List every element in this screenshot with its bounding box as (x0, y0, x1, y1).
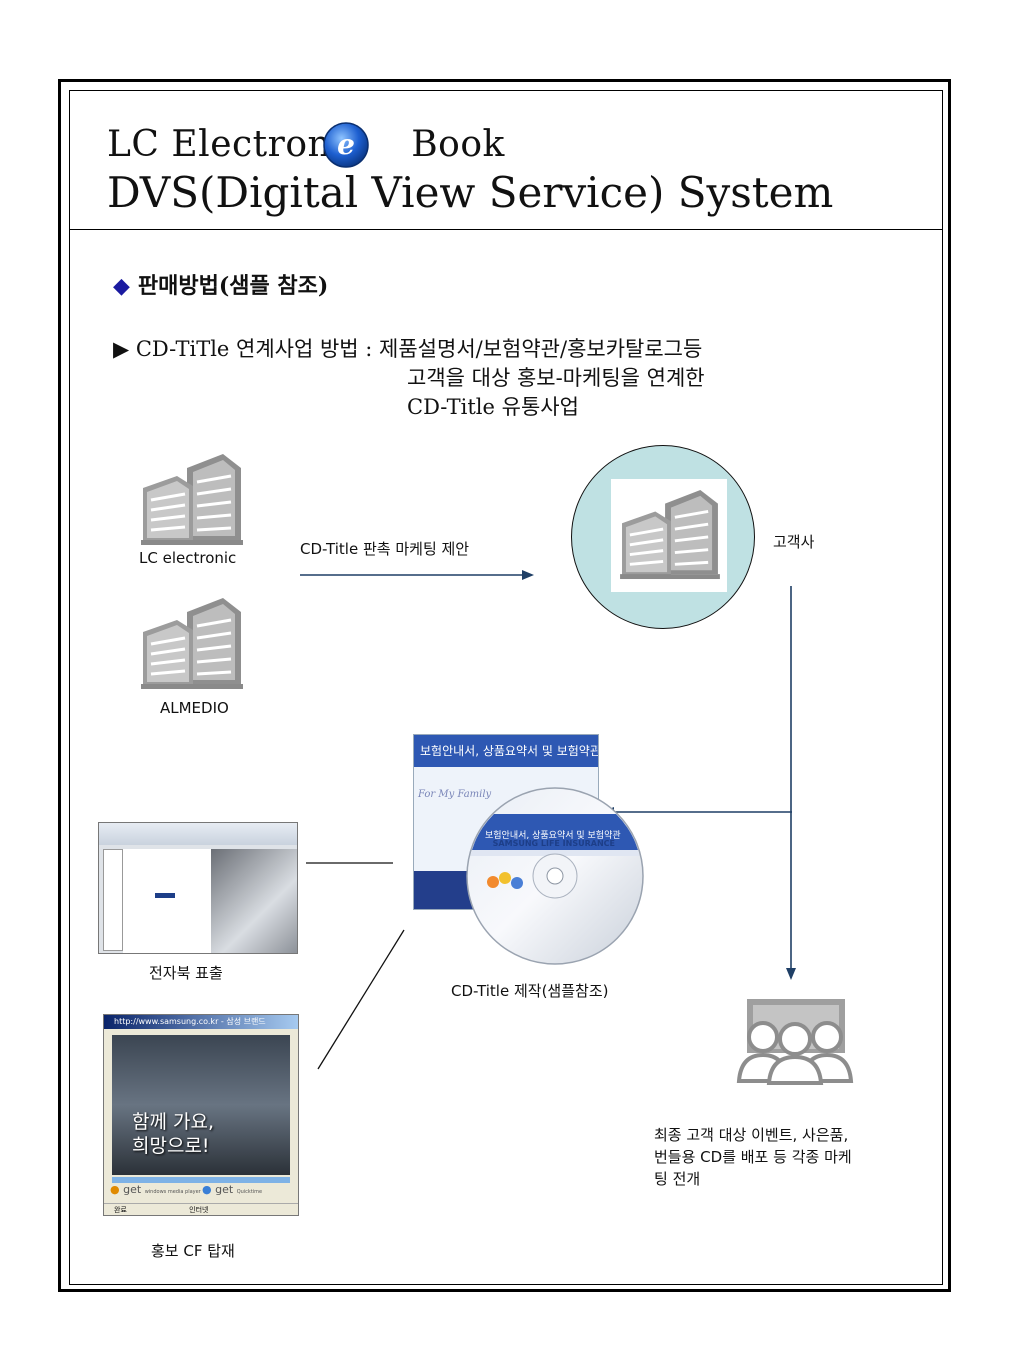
building-icon-lc (141, 454, 243, 545)
final-customer-text: 최종 고객 대상 이벤트, 사은품, 번들용 CD를 배포 등 각종 마케 팅 … (654, 1124, 852, 1190)
ebook-toolbar (99, 823, 297, 845)
cd-business-line-2: 고객을 대상 홍보-마케팅을 연계한 (407, 366, 705, 390)
down-arrow (786, 586, 796, 980)
page-title: DVS(Digital View Service) System (107, 168, 834, 217)
cf-video-frame (112, 1035, 290, 1175)
promo-line-2: 희망으로! (132, 1135, 210, 1157)
outer-frame (58, 79, 951, 1292)
cd-business-line-3: CD-Title 유통사업 (407, 395, 579, 419)
ebook-left-page (123, 849, 211, 953)
cd-production-label: CD-Title 제작(샘플참조) (451, 982, 609, 1000)
final-line-2: 번들용 CD를 배포 등 각종 마케 (654, 1148, 852, 1166)
connector-lines (306, 862, 405, 1070)
promo-line-1: 함께 가요, (132, 1111, 214, 1133)
cf-get-qt: ● get Quicktime (202, 1183, 262, 1196)
get-sub-1: windows media player (144, 1189, 201, 1195)
promo-slogan: 함께 가요, 희망으로! (132, 1110, 214, 1158)
cd-business-description: ▶ CD-TiTle 연계사업 방법 : 제품설명서/보험약관/홍보카탈로그등 … (113, 335, 705, 419)
almedio-label: ALMEDIO (160, 699, 229, 717)
client-label: 고객사 (773, 533, 815, 551)
status-zone: 인터넷 (189, 1206, 209, 1214)
mascot-icons (487, 872, 523, 889)
proposal-arrow (300, 570, 534, 580)
brochure-title-band: 보험안내서, 상품요약서 및 보험약관 (414, 735, 598, 767)
cd-disc: SAMSUNG LIFE INSURANCE 보험안내서, 상품요약서 및 보험… (466, 787, 644, 965)
ebook-thumb-strip (103, 849, 123, 951)
final-line-1: 최종 고객 대상 이벤트, 사은품, (654, 1126, 849, 1144)
ebook-logo-mark (155, 893, 175, 898)
cf-label: 홍보 CF 탑재 (151, 1242, 235, 1260)
section-heading: ◆ 판매방법(샘플 참조) (113, 268, 328, 300)
customers-group-icon (736, 999, 854, 1085)
title-line-1-a: LC Electron (107, 124, 332, 165)
cf-browser-screenshot: http://www.samsung.co.kr - 삼성 브랜드 ● get … (103, 1014, 299, 1216)
final-line-3: 팅 전개 (654, 1170, 701, 1188)
title-line-1-b: Book (411, 124, 505, 165)
lc-electronic-label: LC electronic (139, 549, 237, 567)
proposal-arrow-label: CD-Title 판촉 마케팅 제안 (300, 540, 470, 558)
section-title: 판매방법(샘플 참조) (137, 273, 329, 299)
get-label-1: get (123, 1183, 142, 1196)
ebook-screenshot (98, 822, 298, 954)
cf-browser-titlebar: http://www.samsung.co.kr - 삼성 브랜드 (104, 1015, 298, 1029)
cd-business-lead: ▶ CD-TiTle 연계사업 방법 : 제품설명서/보험약관/홍보카탈로그등 (113, 337, 703, 361)
disc-brand: SAMSUNG LIFE INSURANCE (493, 839, 615, 848)
wmp-icon: ● (110, 1183, 120, 1196)
quicktime-icon: ● (202, 1183, 212, 1196)
e-logo-letter: e (337, 128, 355, 161)
title-line-1: LC Electron Book (107, 124, 505, 165)
cf-progress-bar (112, 1177, 290, 1183)
cf-status-bar: 완료 인터넷 (104, 1203, 298, 1215)
ebook-label: 전자북 표출 (149, 964, 223, 982)
get-label-2: get (215, 1183, 234, 1196)
get-sub-2: Quicktime (236, 1189, 263, 1195)
cf-get-wmp: ● get windows media player (110, 1183, 201, 1196)
ebook-right-page (211, 849, 297, 953)
disc-title: 보험안내서, 상품요약서 및 보험약관 (485, 829, 621, 841)
status-done: 완료 (114, 1206, 127, 1214)
building-icon-almedio (141, 598, 243, 689)
brochure-title: 보험안내서, 상품요약서 및 보험약관 (420, 744, 599, 758)
brochure-subtitle: For My Family (418, 789, 492, 800)
building-icon-client (620, 489, 720, 580)
e-logo-icon: e (323, 122, 369, 168)
diamond-bullet-icon: ◆ (113, 273, 130, 299)
inner-frame (69, 90, 943, 1285)
header-divider (69, 229, 943, 230)
